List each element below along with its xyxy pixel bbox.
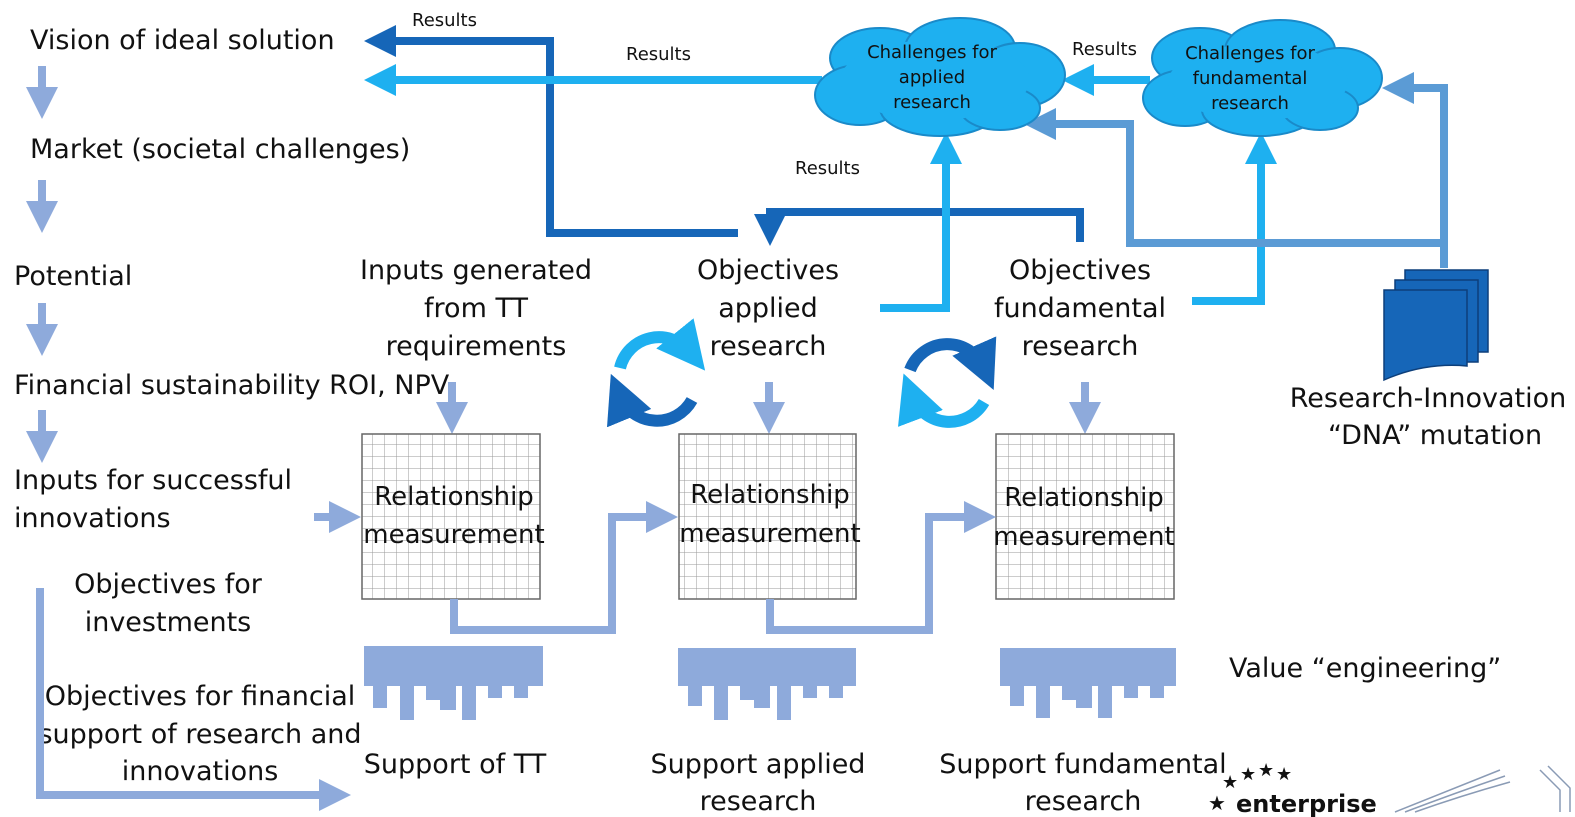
support-bars-applied: [678, 648, 856, 720]
dna-label-1: Research-Innovation: [1290, 383, 1567, 414]
cloud-fundamental-line-1: Challenges for: [1185, 43, 1315, 64]
svg-text:★: ★: [1208, 791, 1226, 815]
applied-header-2: applied: [718, 293, 818, 324]
cloud-applied-line-2: applied: [899, 67, 965, 88]
tt-box-to-applied-box-arrow: [450, 501, 678, 634]
fundamental-header-1: Objectives: [1009, 255, 1151, 286]
dna-to-applied-cloud-arrow: [1024, 108, 1448, 268]
enterprise-logo-text: enterprise: [1236, 790, 1377, 817]
cycle-arrows-left: [607, 318, 706, 428]
objectives-financial-label-1: Objectives for financial: [45, 681, 356, 712]
results-arrow-applied-to-vision: [364, 25, 738, 237]
support-applied-label-2: research: [700, 786, 817, 817]
dna-label-2: “DNA” mutation: [1328, 420, 1542, 451]
applied-header-1: Objectives: [697, 255, 839, 286]
investments-to-support-arrow: [36, 588, 351, 811]
cycle-arrows-right: [898, 336, 997, 428]
applied-objectives-to-cloud-arrow: [880, 132, 962, 312]
financial-label: Financial sustainability ROI, NPV: [14, 370, 450, 401]
inputs-success-label-2: innovations: [14, 503, 171, 534]
fundamental-header-3: research: [1022, 331, 1139, 362]
support-fundamental-label-1: Support fundamental: [939, 749, 1226, 780]
objectives-investments-label-2: investments: [85, 607, 252, 638]
tt-header-1: Inputs generated: [360, 255, 592, 286]
applied-box-to-fundamental-box-arrow: [766, 501, 996, 634]
cloud-applied-research: Challenges for applied research: [814, 17, 1066, 137]
svg-text:★: ★: [1276, 764, 1292, 785]
objectives-financial-label-3: innovations: [122, 756, 279, 787]
support-applied-label-1: Support applied: [651, 749, 866, 780]
box-fundamental-line-1: Relationship: [1004, 483, 1164, 513]
cloud-fundamental-line-3: research: [1211, 93, 1289, 114]
box-applied-line-2: measurement: [679, 519, 860, 549]
vision-label: Vision of ideal solution: [30, 25, 335, 56]
relationship-box-applied: Relationship measurement: [678, 433, 861, 600]
box-applied-line-1: Relationship: [690, 480, 850, 510]
svg-text:★: ★: [1258, 760, 1274, 781]
dna-to-fundamental-cloud-arrow: [1382, 72, 1448, 245]
results-label-4: Results: [795, 158, 860, 179]
support-tt-label: Support of TT: [364, 749, 547, 780]
cloud-fundamental-line-2: fundamental: [1193, 68, 1308, 89]
box-tt-line-2: measurement: [363, 520, 544, 550]
tt-header-2: from TT: [424, 293, 528, 324]
inputs-success-label-1: Inputs for successful: [14, 465, 292, 496]
cloud-applied-line-1: Challenges for: [867, 42, 997, 63]
objectives-financial-label-2: support of research and: [38, 719, 361, 750]
results-label-2: Results: [626, 44, 691, 65]
fundamental-header-2: fundamental: [994, 293, 1166, 324]
box-fundamental-line-2: measurement: [993, 522, 1174, 552]
svg-text:★: ★: [1240, 764, 1256, 785]
relationship-box-fundamental: Relationship measurement: [993, 433, 1175, 600]
support-fundamental-label-2: research: [1025, 786, 1142, 817]
market-label: Market (societal challenges): [30, 134, 410, 165]
svg-text:★: ★: [1222, 772, 1238, 793]
support-bars-tt: [364, 646, 543, 720]
ec-building-logo: [1394, 765, 1571, 813]
results-label-3: Results: [1072, 39, 1137, 60]
cloud-applied-line-3: research: [893, 92, 971, 113]
tt-header-3: requirements: [386, 331, 567, 362]
applied-header-3: research: [710, 331, 827, 362]
enterprise-logo: ★ ★ ★ ★ ★ enterprise: [1208, 760, 1377, 817]
cloud-fundamental-research: Challenges for fundamental research: [1142, 19, 1383, 137]
potential-label: Potential: [14, 261, 132, 292]
results-label-1: Results: [412, 10, 477, 31]
relationship-box-tt: Relationship measurement: [361, 433, 545, 600]
dna-document-icon: [1383, 269, 1489, 382]
objectives-investments-label-1: Objectives for: [74, 569, 263, 600]
box-tt-line-1: Relationship: [374, 482, 534, 512]
results-arrow-fundamental-to-applied-objectives: [754, 208, 1084, 246]
support-bars-fundamental: [1000, 648, 1176, 718]
value-engineering-label: Value “engineering”: [1229, 653, 1501, 684]
fundamental-objectives-to-cloud-arrow: [1192, 132, 1277, 305]
